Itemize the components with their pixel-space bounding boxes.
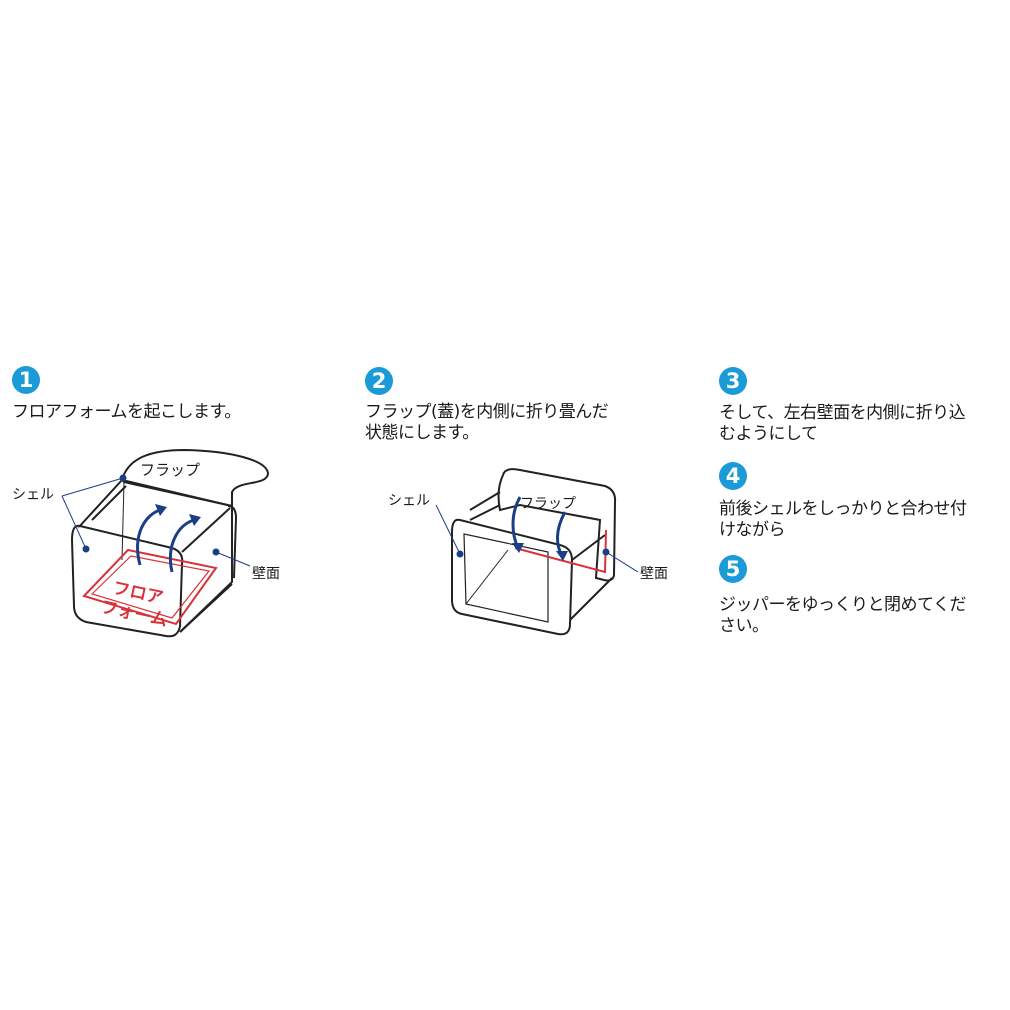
flap-label: フラップ [140, 461, 201, 479]
step-2-badge: 2 [365, 367, 393, 395]
step-4-badge: 4 [719, 462, 747, 490]
step-3-text-line-1: そして、左右壁面を内側に折り込 [719, 403, 966, 423]
wall-label: 壁面 [252, 566, 280, 582]
shell-label: シェル [388, 493, 430, 509]
shell-label: シェル [12, 487, 54, 503]
arrow-head-icon [155, 504, 167, 516]
inner-diagonal [465, 549, 509, 605]
diagram-1-box [70, 448, 270, 638]
step-5-text-line-1: ジッパーをゆっくりと閉めてくだ [719, 595, 967, 615]
front-face [451, 518, 574, 636]
back-edge [469, 491, 501, 521]
wall-dot [212, 548, 220, 556]
leader-lines-1 [61, 477, 251, 567]
step-5-badge: 5 [719, 555, 747, 583]
fold-up-arrows [136, 508, 195, 573]
step-2-text-line-2: 状態にします。 [365, 423, 479, 443]
front-face [70, 524, 184, 638]
right-face [569, 534, 613, 621]
shell-dot [456, 550, 464, 558]
step-4-text-line-2: けながら [719, 520, 786, 540]
right-face [179, 505, 238, 633]
floor-foam-outline [82, 548, 218, 626]
arrow-head-icon [512, 543, 524, 553]
shell-dot [82, 545, 90, 553]
step-4-text-line-1: 前後シェルをしっかりと合わせ付 [719, 499, 967, 519]
folded-flap [497, 468, 617, 582]
wall-label: 壁面 [640, 566, 668, 582]
diagram-2-box [451, 468, 617, 636]
step-5-text-line-2: さい。 [719, 616, 769, 636]
shell-dot [119, 474, 127, 482]
leader-lines-2 [435, 504, 639, 573]
arrow-head-icon [189, 514, 201, 526]
inner-line [121, 481, 125, 561]
step-3-badge: 3 [719, 367, 747, 395]
arrow-head-icon [556, 551, 568, 561]
step-1-badge: 1 [12, 366, 40, 394]
wall-dot [602, 548, 610, 556]
step-1-text: フロアフォームを起こします。 [12, 402, 241, 422]
step-2-text-line-1: フラップ(蓋)を内側に折り畳んだ [365, 402, 609, 422]
step-3-text-line-2: むようにして [719, 424, 818, 444]
flap-label: フラップ [520, 496, 576, 512]
flap-shape [120, 448, 270, 508]
left-back-edge [77, 479, 127, 529]
